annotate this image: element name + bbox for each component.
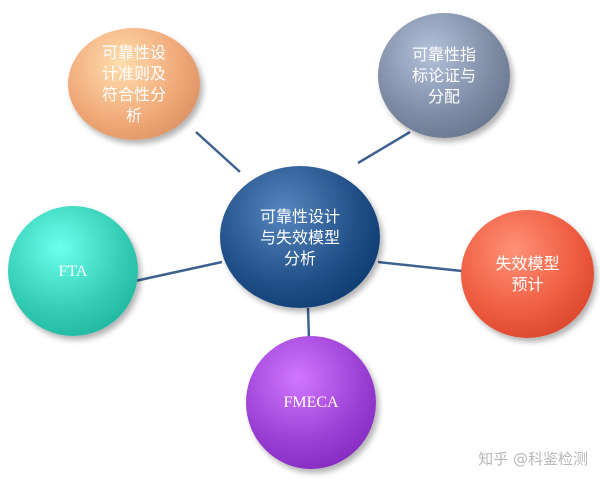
node-fta: FTA (8, 206, 138, 336)
node-index-allocation-label: 可靠性指 标论证与 分配 (411, 45, 476, 106)
node-design-criteria: 可靠性设 计准则及 符合性分 析 (68, 28, 200, 140)
node-fmeca: FMECA (246, 336, 376, 469)
center-node-label: 可靠性设计 与失效模型 分析 (259, 206, 340, 268)
node-design-criteria-label: 可靠性设 计准则及 符合性分 析 (101, 43, 166, 125)
connector-bottom (306, 307, 311, 341)
watermark: 知乎 @科鉴检测 (478, 450, 588, 468)
connector-right (377, 260, 463, 273)
node-failure-prediction: 失效模型 预计 (461, 210, 594, 338)
node-index-allocation: 可靠性指 标论证与 分配 (378, 13, 510, 138)
node-fmeca-label: FMECA (283, 394, 339, 411)
connector-top-left (195, 131, 241, 173)
node-failure-prediction-label: 失效模型 预计 (495, 254, 560, 294)
connector-left (134, 260, 223, 283)
node-fta-label: FTA (58, 262, 88, 280)
center-node: 可靠性设计 与失效模型 分析 (220, 166, 380, 308)
connector-top-right (357, 130, 411, 165)
